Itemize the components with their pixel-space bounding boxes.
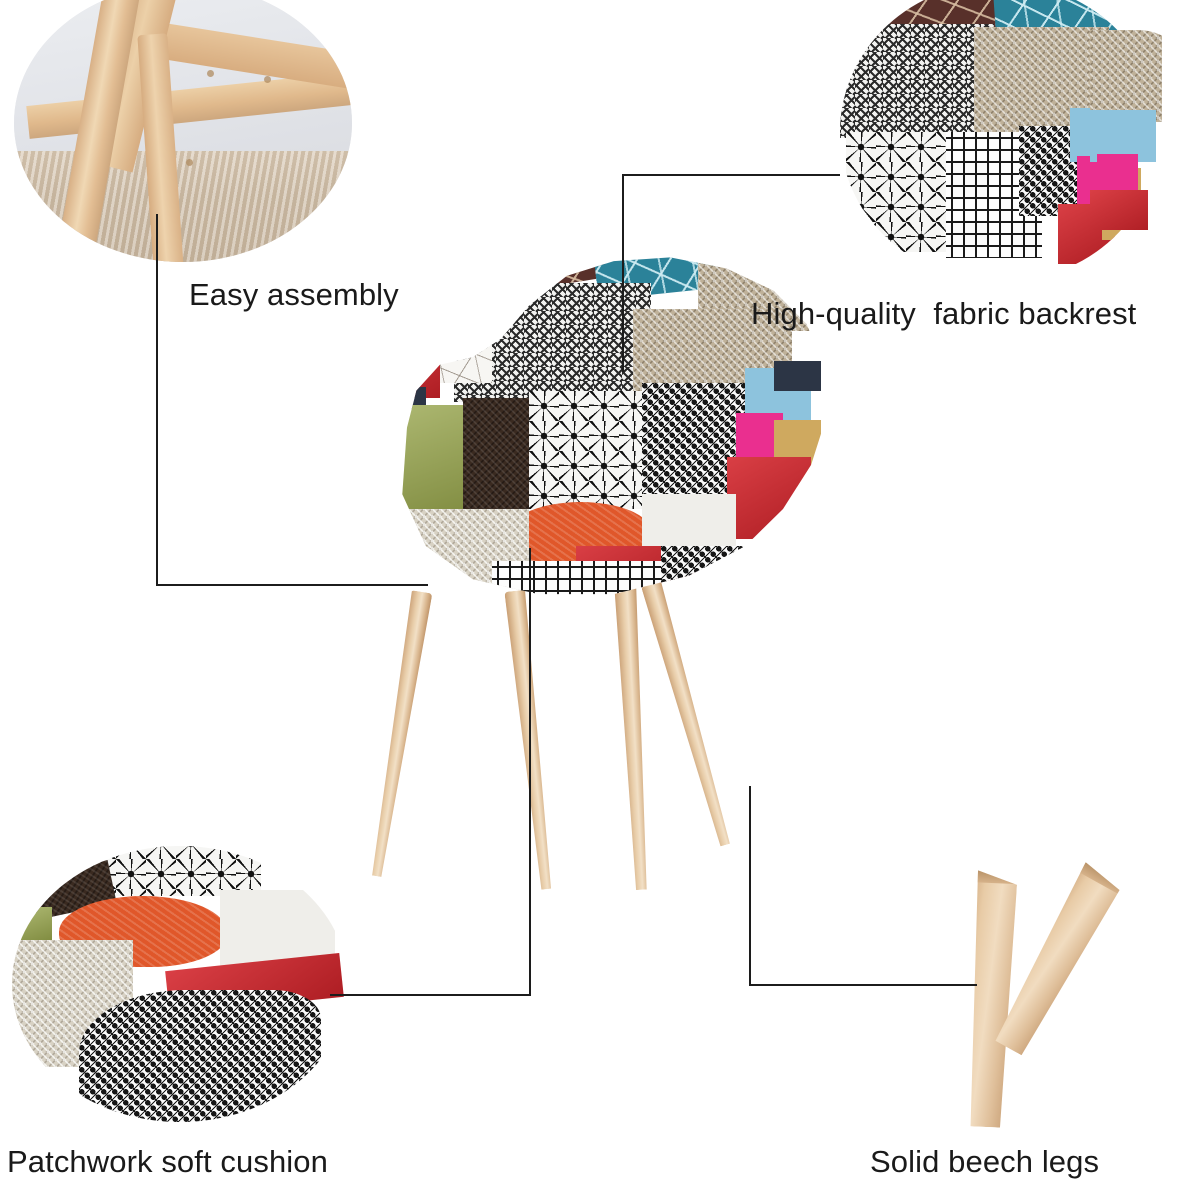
patch-houndstooth-large [79,989,322,1122]
patch-houndstooth-seat [660,546,802,595]
backrest-fabric-inset [840,0,1160,282]
chair-upholstery-shell [402,257,826,595]
patch-navy-dot [402,342,422,380]
leader-line-legs-horizontal [749,984,977,986]
patch-olive [402,405,464,517]
patch-black-floral [529,390,652,509]
patch-red-armrest [402,331,440,398]
leader-line-assembly-horizontal [156,584,428,586]
leader-line-cushion-horizontal [330,994,531,996]
label-fabric-backrest: High-quality fabric backrest [751,296,1137,331]
label-solid-beech-legs: Solid beech legs [870,1144,1100,1179]
chair-leg-back-right [641,580,737,848]
cushion-fabric-inset [12,846,348,1122]
main-chair-image [360,250,830,910]
patch-red [726,457,812,539]
beech-leg-vertical [960,870,1017,1128]
tail-patch-sky [1090,110,1156,162]
chair-leg-front-left [366,590,433,878]
screw-hole-icon [264,75,272,83]
patch-black-floral [846,132,956,252]
patch-olive [12,906,53,940]
chair-leg-front-right [504,590,557,891]
label-easy-assembly: Easy assembly [189,277,399,312]
patch-navy [773,361,821,391]
backrest-inset-tail [1090,30,1200,230]
patch-diagonal-crosshatch [840,24,994,138]
leader-line-legs-vertical [749,786,751,986]
label-patchwork-cushion: Patchwork soft cushion [7,1144,328,1179]
leg-cut-end-icon [1076,860,1124,894]
assembly-detail-inset [14,0,352,262]
leader-line-backrest-horizontal [622,174,840,176]
chair-leg-back-left [614,580,653,891]
tail-patch-weave [1090,30,1162,122]
leader-line-cushion-vertical [529,548,531,996]
patch-dark-brown [463,398,539,509]
leader-line-assembly-vertical [156,214,158,586]
leader-line-backrest-vertical [622,174,624,372]
tail-patch-red [1090,190,1148,230]
leg-cut-end-icon [971,870,1017,884]
patch-white-crackle [407,301,492,384]
patch-black-floral [85,846,261,896]
loose-beech-legs-group [940,855,1170,1135]
screw-hole-icon [186,159,194,167]
screw-hole-icon [206,70,214,78]
